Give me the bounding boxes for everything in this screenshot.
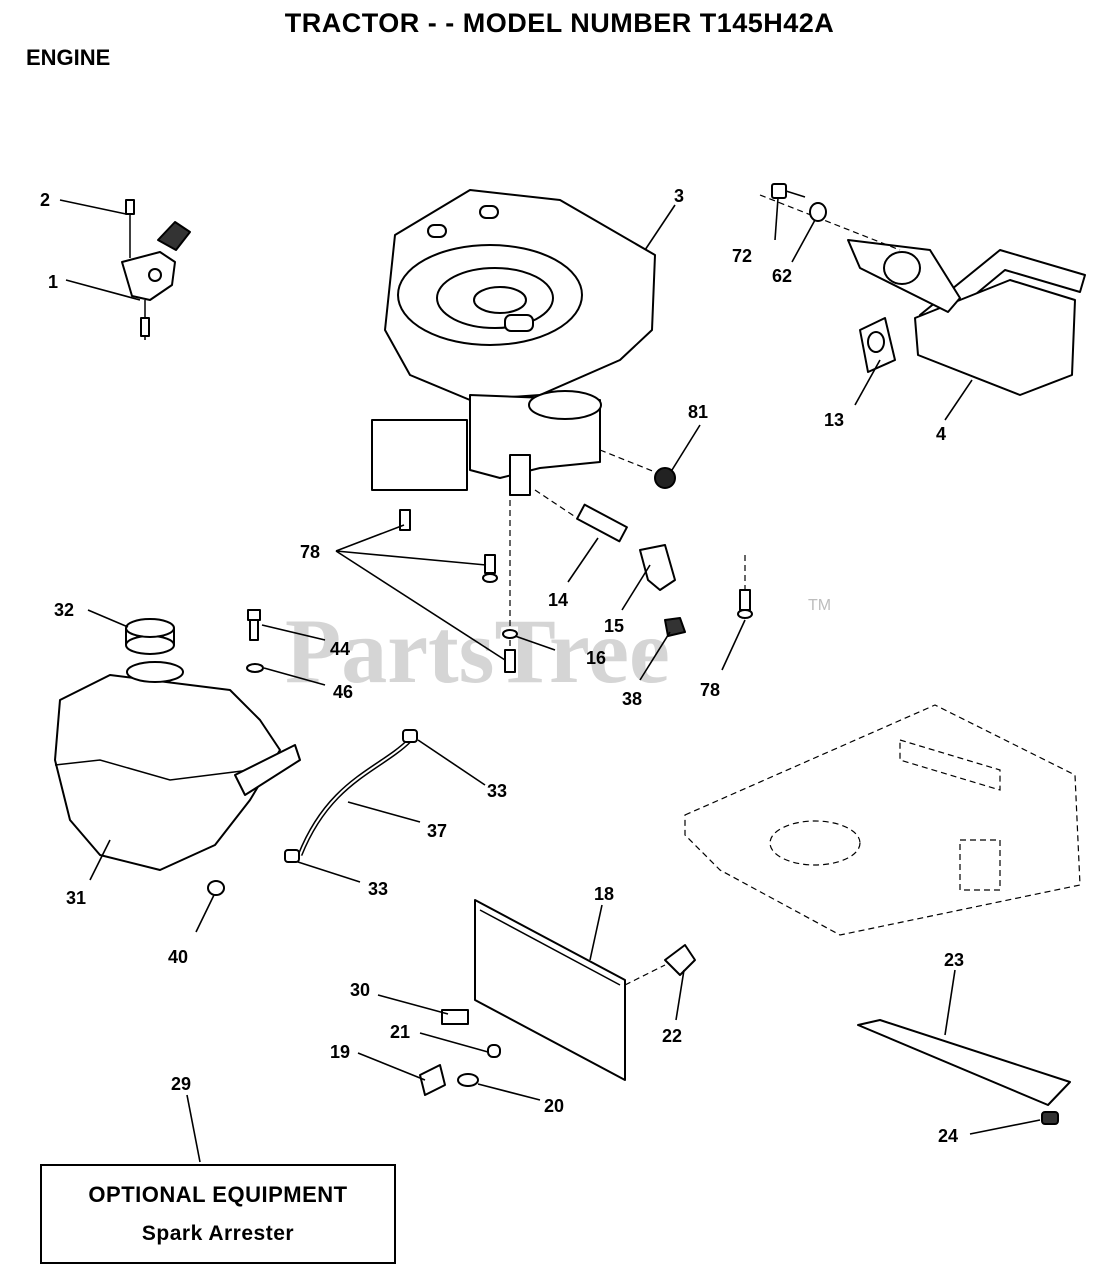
callout-31: 31 [66, 888, 86, 908]
engine-part [371, 189, 656, 496]
callout-72: 72 [732, 246, 752, 266]
tank-hardware-part [207, 609, 264, 896]
page-title: TRACTOR - - MODEL NUMBER T145H42A [284, 8, 835, 38]
callout-44: 44 [330, 639, 350, 659]
optional-equipment-box: OPTIONAL EQUIPMENT Spark Arrester [40, 1164, 396, 1264]
callout-81: 81 [688, 402, 708, 422]
callout-22: 22 [662, 1026, 682, 1046]
throttle-control-part [121, 199, 191, 340]
optional-equipment-title: OPTIONAL EQUIPMENT [88, 1182, 348, 1207]
callout-62: 62 [772, 266, 792, 286]
callout-2: 2 [40, 190, 50, 210]
callout-78-left: 78 [300, 542, 320, 562]
callout-4: 4 [936, 424, 946, 444]
callout-29: 29 [171, 1074, 191, 1094]
callout-18: 18 [594, 884, 614, 904]
section-title: ENGINE [26, 45, 111, 70]
callout-13: 13 [824, 410, 844, 430]
callout-3: 3 [674, 186, 684, 206]
callout-19: 19 [330, 1042, 350, 1062]
callout-23: 23 [944, 950, 964, 970]
optional-equipment-item: Spark Arrester [141, 1222, 295, 1245]
callout-labels: 1 2 3 4 13 14 15 16 18 19 20 21 22 23 24… [40, 186, 964, 1146]
frame-part [684, 704, 1081, 936]
shield-part [857, 1019, 1071, 1125]
fuel-cap-part [125, 618, 175, 655]
watermark-tm: TM [808, 597, 831, 614]
callout-46: 46 [333, 682, 353, 702]
fuel-tank-part [54, 661, 301, 871]
muffler-part [759, 194, 1086, 396]
callout-16: 16 [586, 648, 606, 668]
callout-24: 24 [938, 1126, 958, 1146]
callout-33-lower: 33 [368, 879, 388, 899]
callout-30: 30 [350, 980, 370, 1000]
callout-20: 20 [544, 1096, 564, 1116]
callout-15: 15 [604, 616, 624, 636]
callout-40: 40 [168, 947, 188, 967]
callout-32: 32 [54, 600, 74, 620]
fastener-parts [399, 490, 753, 673]
fuel-line-part [534, 489, 676, 591]
muffler-hardware-part [771, 183, 827, 222]
leader-lines [59, 197, 1041, 1163]
fuel-hose-part [284, 729, 418, 863]
callout-21: 21 [390, 1022, 410, 1042]
watermark: PartsTree [285, 600, 670, 702]
callout-14: 14 [548, 590, 568, 610]
callout-78-right: 78 [700, 680, 720, 700]
panel-part [419, 899, 696, 1096]
callout-1: 1 [48, 272, 58, 292]
callout-37: 37 [427, 821, 447, 841]
plug-part [599, 449, 676, 489]
callout-38: 38 [622, 689, 642, 709]
callout-33-upper: 33 [487, 781, 507, 801]
